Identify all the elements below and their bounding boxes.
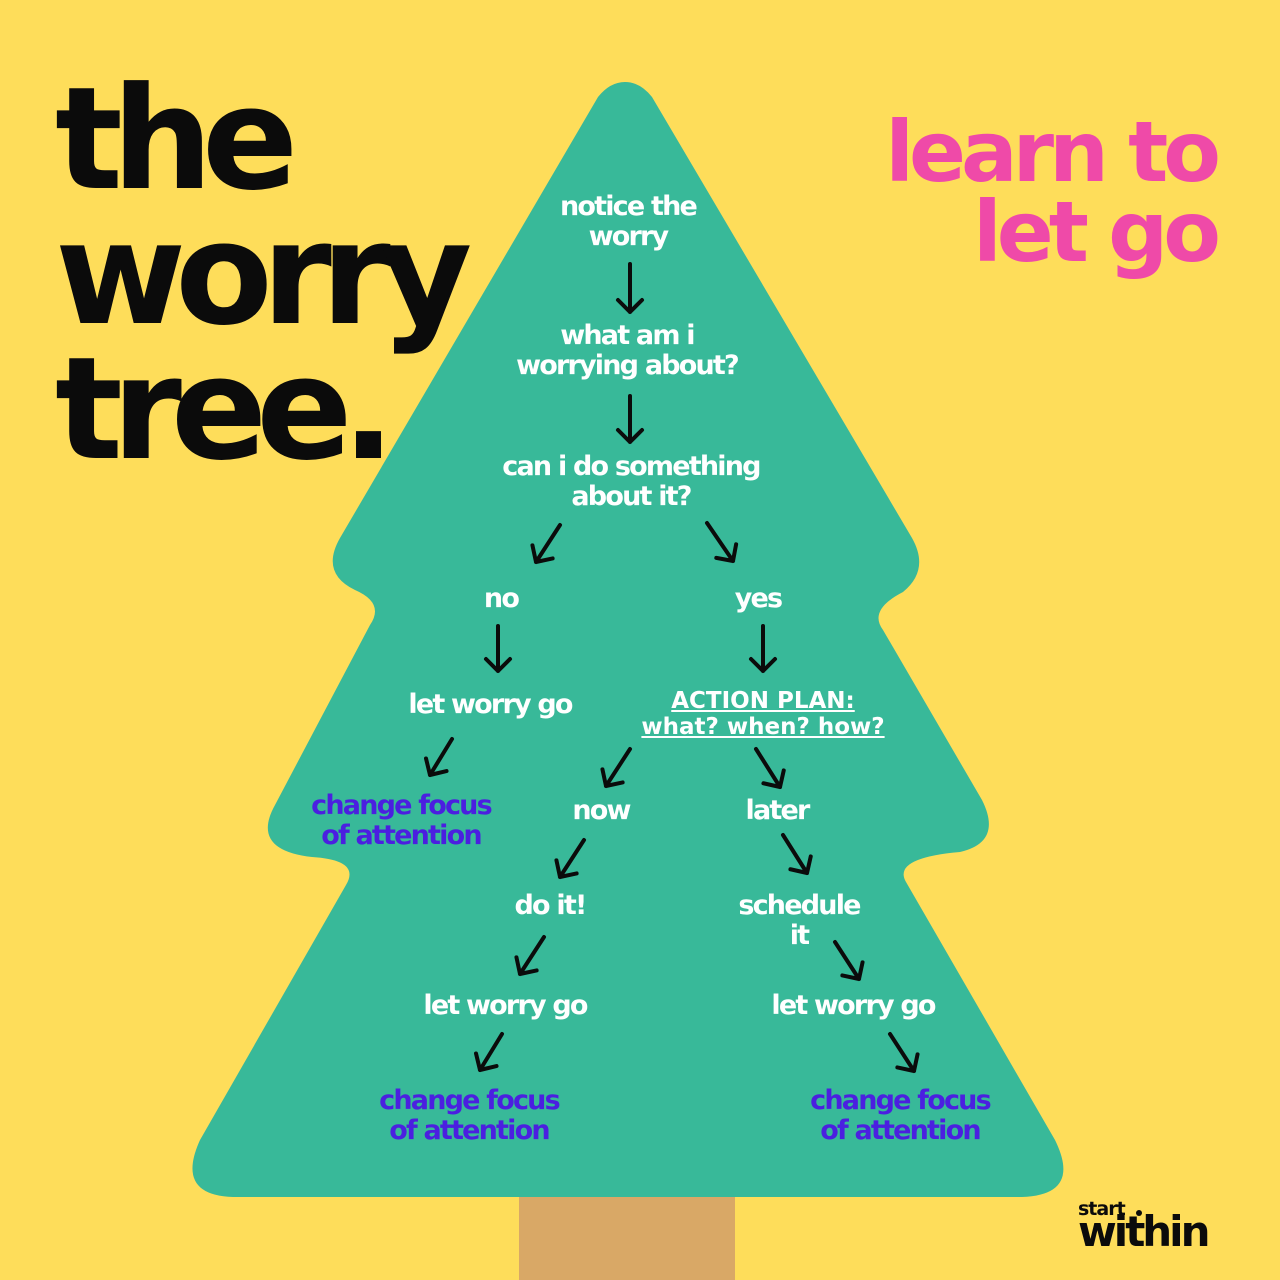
arrow-later-to-schedule bbox=[781, 833, 813, 875]
poster-title-line: the bbox=[55, 57, 298, 222]
node-let-worry-go-mid: let worry go bbox=[423, 990, 588, 1021]
node-yes: yes bbox=[734, 583, 783, 614]
arrow-what-to-can bbox=[615, 394, 645, 444]
node-later: later bbox=[745, 795, 810, 826]
arrow-can-to-yes bbox=[705, 521, 739, 563]
arrow-can-to-no bbox=[530, 523, 562, 564]
arrow-yes-to-action-plan bbox=[748, 624, 778, 673]
arrow-do-it-to-let-go bbox=[514, 935, 546, 976]
arrow-action-to-now bbox=[600, 747, 632, 788]
node-let-worry-go-right: let worry go bbox=[771, 990, 936, 1021]
tagline-line: let go bbox=[973, 183, 1221, 281]
arrow-let-go-to-change-right bbox=[888, 1032, 920, 1073]
node-now: now bbox=[572, 795, 631, 826]
arrow-let-go-to-change bbox=[424, 737, 454, 777]
arrow-now-to-do-it bbox=[554, 838, 586, 879]
poster-title-line: worry bbox=[55, 192, 472, 357]
tagline-line: learn to bbox=[885, 103, 1221, 201]
arrow-notice-to-what bbox=[615, 262, 645, 314]
logo-dot bbox=[1136, 1210, 1142, 1216]
poster-title-line: tree. bbox=[55, 327, 395, 492]
tree-shape bbox=[192, 82, 1064, 1197]
node-no: no bbox=[483, 583, 520, 614]
node-do-it: do it! bbox=[514, 890, 588, 921]
arrow-no-to-let-go bbox=[483, 624, 513, 673]
node-action-plan: ACTION PLAN:what? when? how? bbox=[641, 688, 885, 740]
start-within-logo: start within bbox=[1078, 1198, 1210, 1256]
arrow-let-go-to-change-mid bbox=[474, 1032, 504, 1072]
tree-trunk bbox=[519, 1190, 735, 1280]
node-let-worry-go-left: let worry go bbox=[408, 689, 573, 720]
arrow-action-to-later bbox=[754, 747, 786, 789]
arrow-schedule-to-let-go bbox=[833, 940, 865, 981]
